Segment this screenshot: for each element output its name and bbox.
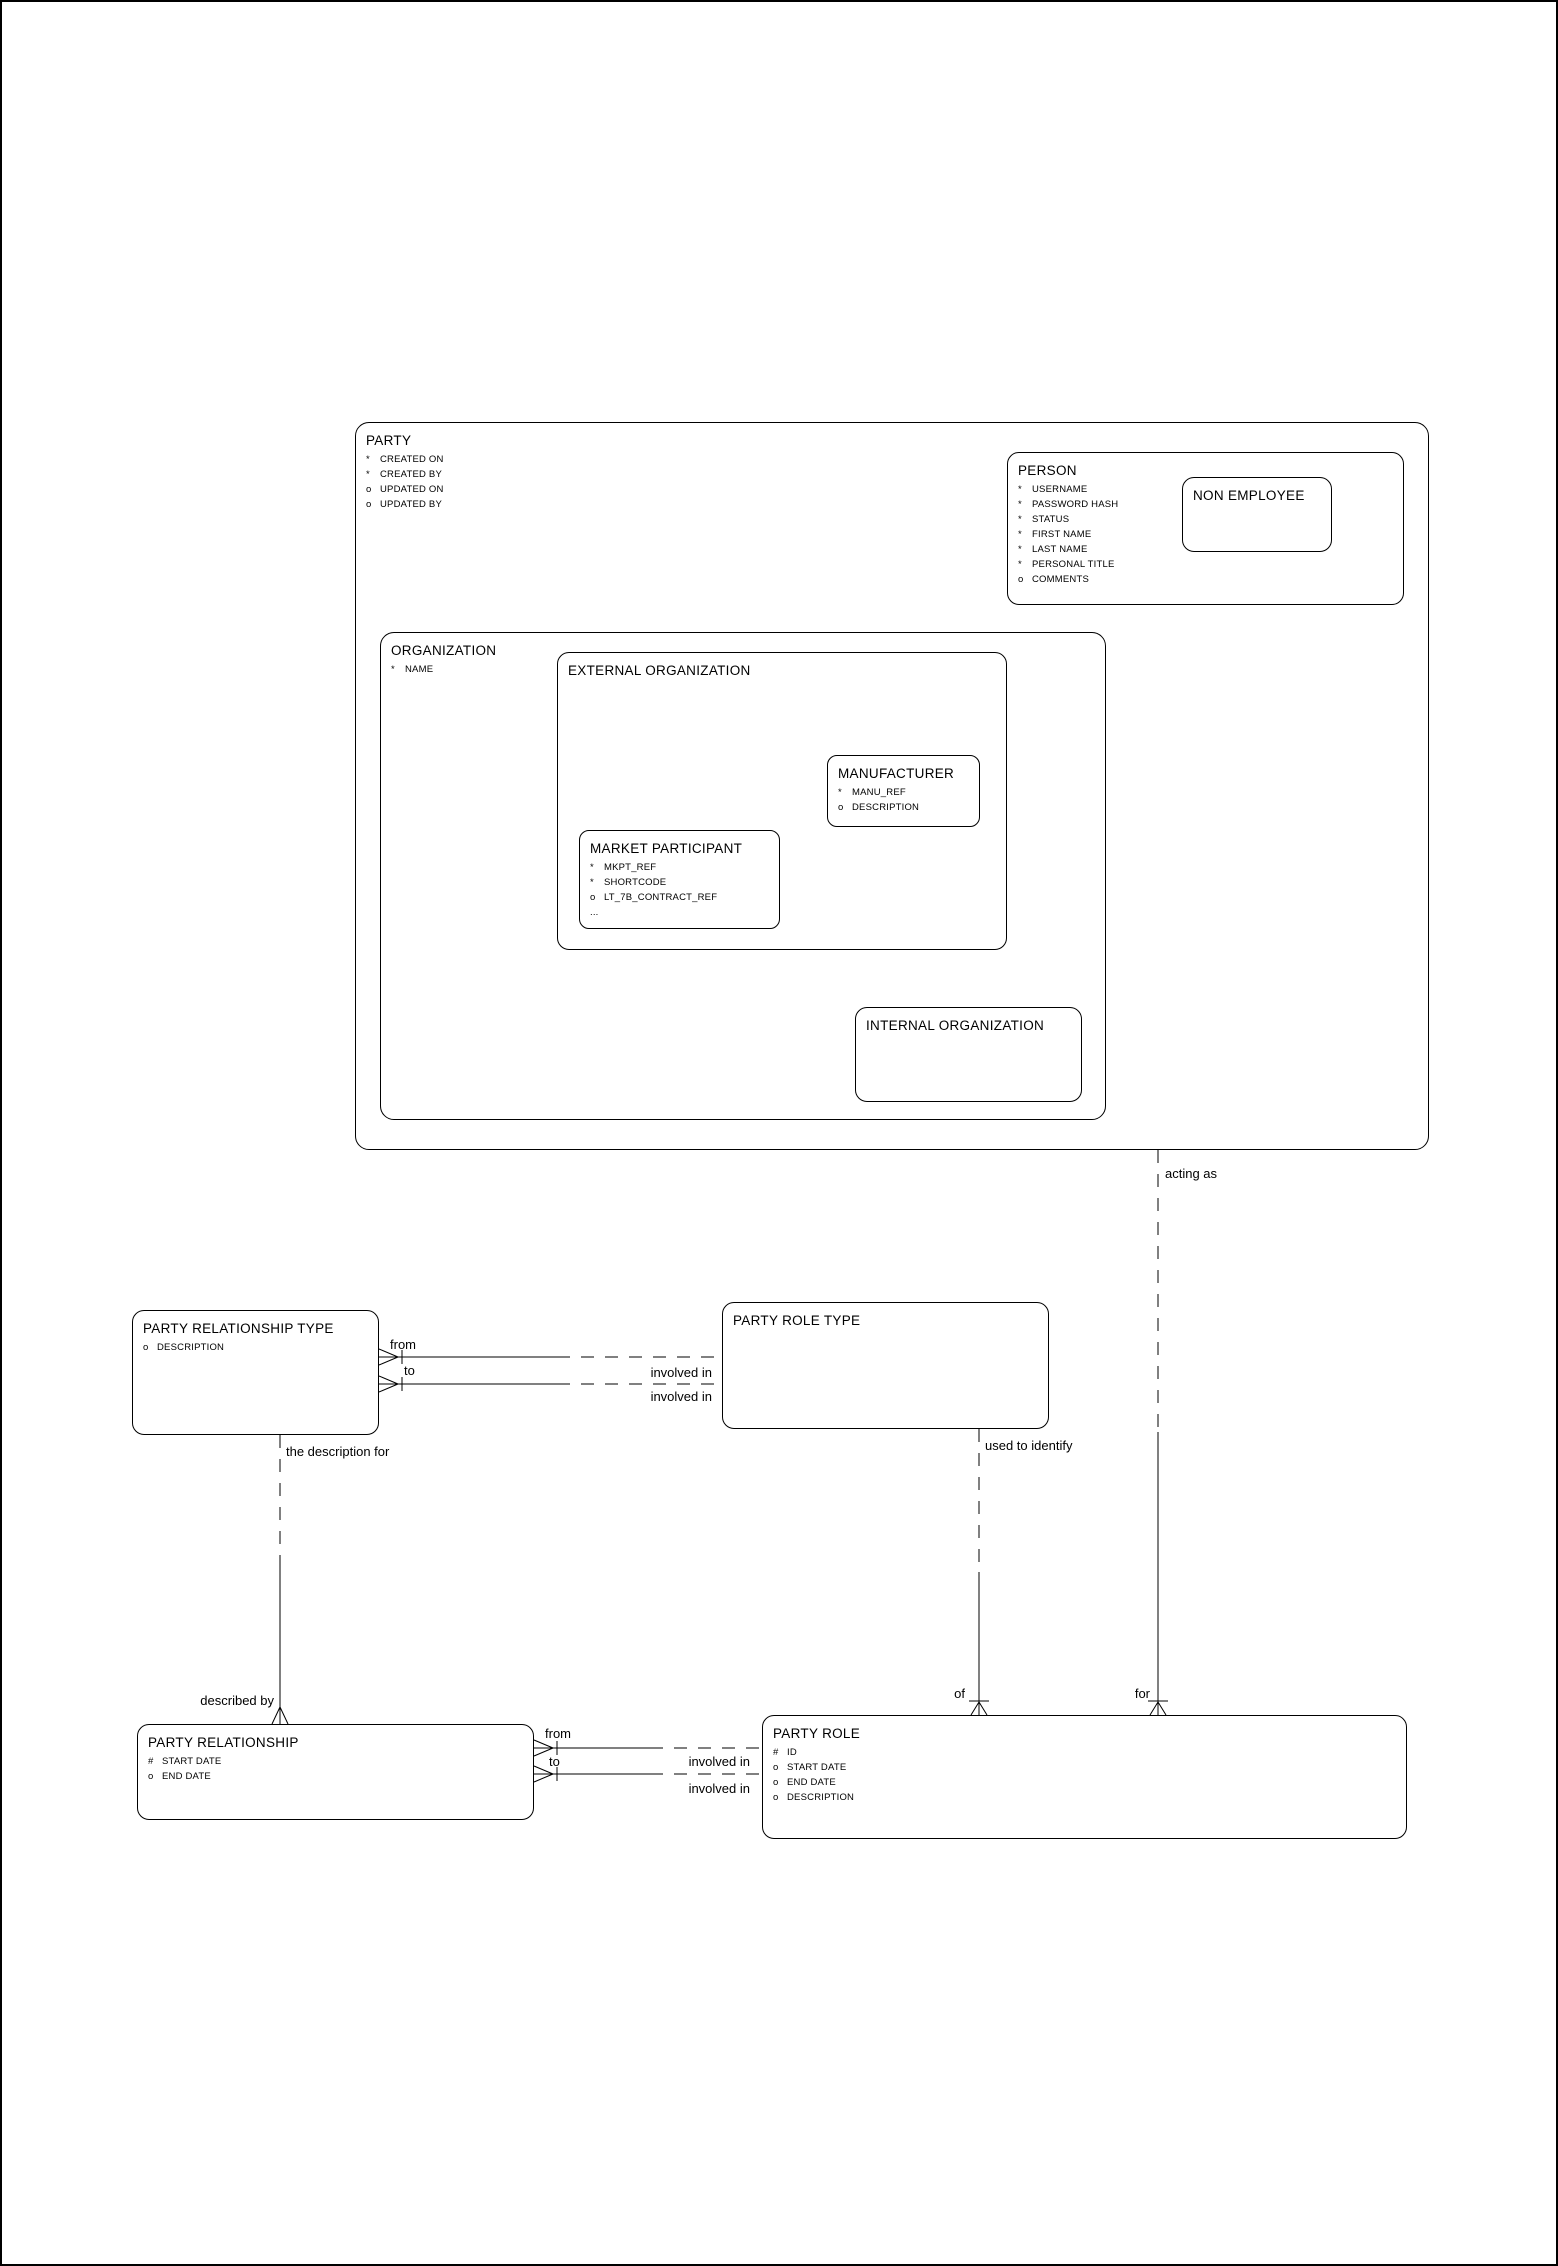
rel-label-for: for bbox=[1134, 1686, 1150, 1701]
rel-line-type-from[interactable] bbox=[378, 1348, 722, 1366]
rel-label-used-to-identify: used to identify bbox=[985, 1438, 1073, 1453]
attribute-row: *FIRST NAME bbox=[1018, 529, 1092, 540]
rel-label-type-involved-in-1: involved in bbox=[650, 1365, 712, 1380]
attribute-list: *USERNAME *PASSWORD HASH *STATUS *FIRST … bbox=[1018, 482, 1393, 587]
entity-external-organization[interactable]: EXTERNAL ORGANIZATION bbox=[557, 652, 1007, 950]
entity-internal-organization[interactable]: INTERNAL ORGANIZATION bbox=[855, 1007, 1082, 1102]
rel-label-described-by: described by bbox=[200, 1693, 274, 1708]
entity-organization[interactable]: ORGANIZATION *NAME bbox=[380, 632, 1106, 1120]
entity-title: PARTY ROLE bbox=[773, 1726, 861, 1741]
rel-label-acting-as: acting as bbox=[1165, 1166, 1218, 1181]
attribute-row: *MANU_REF bbox=[838, 787, 906, 798]
entity-party-role-type[interactable]: PARTY ROLE TYPE bbox=[722, 1302, 1049, 1429]
entity-title: EXTERNAL ORGANIZATION bbox=[568, 663, 751, 678]
rel-label-rel-to: to bbox=[549, 1754, 560, 1769]
attribute-row: *CREATED BY bbox=[366, 469, 443, 480]
attribute-row: ... bbox=[590, 907, 599, 918]
attribute-row: *STATUS bbox=[1018, 514, 1070, 525]
attribute-row: *PASSWORD HASH bbox=[1018, 499, 1119, 510]
entity-non-employee[interactable]: NON EMPLOYEE bbox=[1182, 477, 1332, 552]
attribute-row: *USERNAME bbox=[1018, 484, 1088, 495]
entity-title: INTERNAL ORGANIZATION bbox=[866, 1018, 1045, 1033]
attribute-row: *SHORTCODE bbox=[590, 877, 667, 888]
attribute-row: *LAST NAME bbox=[1018, 544, 1088, 555]
entity-title: MARKET PARTICIPANT bbox=[590, 841, 743, 856]
rel-line-description-for[interactable] bbox=[271, 1435, 289, 1725]
entity-title: PARTY ROLE TYPE bbox=[733, 1313, 861, 1328]
attribute-row: #ID bbox=[773, 1747, 797, 1758]
rel-line-used-to-identify[interactable] bbox=[969, 1429, 989, 1716]
rel-label-rel-from: from bbox=[545, 1726, 571, 1741]
entity-title: PARTY bbox=[366, 433, 412, 448]
rel-line-type-to[interactable] bbox=[378, 1375, 722, 1393]
entity-title: MANUFACTURER bbox=[838, 766, 955, 781]
entity-title: PARTY RELATIONSHIP bbox=[148, 1735, 299, 1750]
attribute-row: *NAME bbox=[391, 664, 434, 675]
attribute-list: *NAME bbox=[391, 662, 1095, 677]
attribute-row: #START DATE bbox=[148, 1756, 222, 1767]
rel-line-rel-from[interactable] bbox=[533, 1739, 762, 1757]
rel-label-rel-involved-in-1: involved in bbox=[688, 1754, 750, 1769]
entity-title: NON EMPLOYEE bbox=[1193, 488, 1305, 503]
rel-label-of: of bbox=[954, 1686, 965, 1701]
rel-label-the-description-for: the description for bbox=[286, 1444, 390, 1459]
rel-label-rel-involved-in-2: involved in bbox=[688, 1781, 750, 1796]
entity-title: PARTY RELATIONSHIP TYPE bbox=[143, 1321, 334, 1336]
rel-label-type-to: to bbox=[404, 1363, 415, 1378]
attribute-row: *PERSONAL TITLE bbox=[1018, 559, 1115, 570]
attribute-row: *CREATED ON bbox=[366, 454, 444, 465]
rel-label-type-involved-in-2: involved in bbox=[650, 1389, 712, 1404]
rel-label-type-from: from bbox=[390, 1337, 416, 1352]
rel-line-rel-to[interactable] bbox=[533, 1765, 762, 1783]
entity-market-participant[interactable]: MARKET PARTICIPANT *MKPT_REF *SHORTCODE … bbox=[579, 830, 780, 929]
entity-title: PERSON bbox=[1018, 463, 1077, 478]
attribute-row: *MKPT_REF bbox=[590, 862, 657, 873]
entity-title: ORGANIZATION bbox=[391, 643, 497, 658]
rel-line-acting-as[interactable] bbox=[1148, 1150, 1168, 1716]
entity-person[interactable]: PERSON *USERNAME *PASSWORD HASH *STATUS … bbox=[1007, 452, 1404, 605]
